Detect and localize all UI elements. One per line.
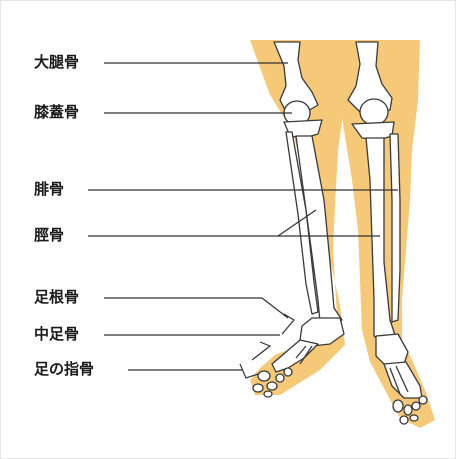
leader-metatarsals-bracket [252, 342, 270, 360]
right-tarsals [376, 334, 408, 366]
right-patella [360, 99, 388, 125]
right-fibula [390, 134, 400, 322]
label-metatarsals: 中足骨 [34, 325, 79, 343]
leader-tibia [88, 210, 316, 236]
label-tibia: 脛骨 [34, 226, 64, 244]
leader-tarsals [104, 298, 288, 318]
label-fibula: 腓骨 [34, 180, 64, 198]
label-tarsals: 足根骨 [34, 288, 79, 306]
leader-tarsals-bracket [282, 314, 294, 334]
label-femur: 大腿骨 [34, 53, 79, 71]
label-phalanges: 足の指骨 [34, 360, 94, 378]
label-patella: 膝蓋骨 [34, 103, 79, 121]
